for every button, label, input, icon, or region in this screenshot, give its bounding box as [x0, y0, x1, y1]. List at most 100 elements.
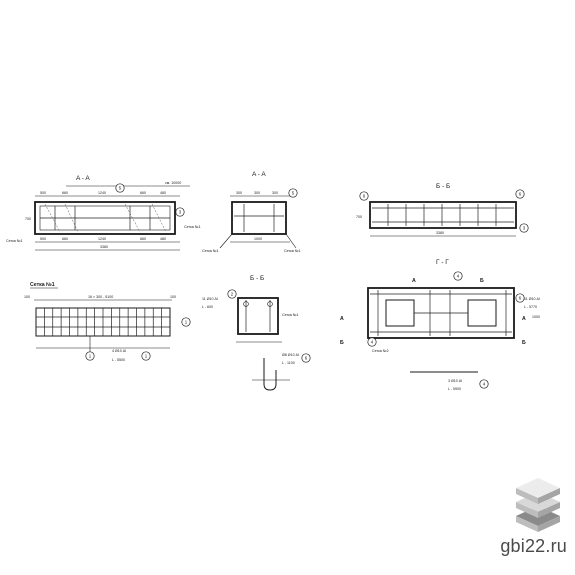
svg-text:6: 6 [519, 192, 522, 197]
grid-formula: 16 × 300 - 5100 [88, 295, 113, 299]
svg-text:5: 5 [119, 186, 122, 191]
marker-1: 1 [141, 351, 151, 361]
dim-aa-top-2: 660 [62, 191, 68, 195]
dim-aa-bot-1: 500 [40, 237, 46, 241]
svg-text:6: 6 [363, 194, 366, 199]
hook-spec: Ø8 Ø10 АI [282, 353, 299, 357]
cut-mark-a-left: A [340, 316, 344, 322]
rebar-section [243, 301, 249, 307]
leader-line [285, 233, 297, 249]
svg-text:5: 5 [292, 191, 295, 196]
view-aa-small: A - A 300 300 300 1000 Сетка №1 Сетка №1… [202, 171, 301, 253]
svg-text:3: 3 [179, 210, 182, 215]
aa-small-outline [231, 201, 287, 235]
gg-opening-left [385, 299, 415, 327]
section-title-aa-main: A - A [76, 175, 90, 182]
gg-spec: 11 Ø10 АI [524, 297, 540, 301]
dim-aa-small-total: 1000 [254, 237, 262, 241]
svg-text:1: 1 [145, 354, 148, 359]
logo-icon [516, 478, 560, 532]
marker-5: 5 [288, 188, 298, 198]
dim-aa-small-2: 300 [254, 191, 260, 195]
dim-aa-bot-3: 1240 [98, 237, 106, 241]
section-title-bb-right: Б - Б [436, 183, 450, 190]
view-grid-1: Сетка №1 16 × 300 - 5100 100 100 1 4 Ø10… [24, 282, 191, 362]
marker-6: 6 [359, 191, 369, 201]
hook-bar [263, 358, 277, 391]
view-aa-main: A - A см. 10000 500 660 1240 660 480 700… [6, 175, 201, 251]
svg-text:6: 6 [305, 356, 308, 361]
marker-4: 4 [479, 379, 489, 389]
bb-small-len: L - 600 [202, 305, 213, 309]
cut-mark-b-left: Б [340, 340, 344, 346]
bb-small-outline [237, 297, 279, 335]
leader-line [219, 233, 233, 249]
cut-mark-b-right: Б [522, 340, 526, 346]
dim-bb-total: 3380 [436, 231, 444, 235]
svg-text:2: 2 [231, 292, 234, 297]
label-aa-left: Сетка №1 [6, 239, 23, 243]
svg-text:4: 4 [457, 274, 460, 279]
svg-text:1: 1 [89, 354, 92, 359]
view-bb-small: Б - Б 11 Ø10 АI L - 600 Сетка №1 2 Ø8 Ø1… [202, 275, 311, 391]
svg-text:6: 6 [519, 296, 522, 301]
dim-aa-top-1: 500 [40, 191, 46, 195]
grid-title: Сетка №1 [30, 282, 55, 288]
hook-len: L - 1100 [282, 361, 295, 365]
label-aa-right: Сетка №1 [184, 225, 201, 229]
view-gg: Г - Г 1000 Сетка №2 11 Ø10 АI L - 5770 4… [340, 259, 540, 391]
marker-1: 1 [181, 317, 191, 327]
bb-small-spec: 11 Ø10 АI [202, 297, 218, 301]
marker-5: 5 [115, 183, 125, 193]
hatch [44, 203, 61, 233]
dim-aa-small-1: 300 [236, 191, 242, 195]
marker-1: 1 [85, 351, 95, 361]
cut-mark-b-top: Б [480, 278, 484, 284]
gg-bottom-len: L - 5900 [448, 387, 461, 391]
section-title-gg: Г - Г [436, 259, 449, 266]
dim-aa-height: 700 [25, 217, 31, 221]
bb-small-label: Сетка №1 [282, 313, 299, 317]
site-name: gbi22.ru [500, 536, 567, 556]
gg-len: L - 5770 [524, 305, 537, 309]
grid-bar-len: L - 5500 [112, 358, 125, 362]
svg-text:4: 4 [483, 382, 486, 387]
dim-aa-top-3: 1240 [98, 191, 106, 195]
marker-3: 3 [519, 223, 529, 233]
bb-outline [369, 201, 517, 229]
dim-aa-bot-2: 660 [62, 237, 68, 241]
grid-mesh [36, 308, 170, 336]
dim-aa-bot-4: 660 [140, 237, 146, 241]
dim-grid-left: 100 [24, 295, 30, 299]
dim-aa-top-5: 480 [160, 191, 166, 195]
marker-6: 6 [515, 189, 525, 199]
dim-grid-right: 100 [170, 295, 176, 299]
hatch [151, 203, 167, 233]
dim-aa-bot-5: 480 [160, 237, 166, 241]
label-aa-small-right: Сетка №1 [284, 249, 301, 253]
label-aa-small-left: Сетка №1 [202, 249, 219, 253]
marker-3: 3 [175, 207, 185, 217]
marker-2: 2 [227, 289, 237, 299]
marker-4: 4 [453, 271, 463, 281]
dim-aa-top-4: 660 [140, 191, 146, 195]
section-title-aa-small: A - A [252, 171, 266, 178]
note-top: см. 10000 [165, 181, 181, 185]
section-title-bb-small: Б - Б [250, 275, 264, 282]
cut-mark-a-top: A [412, 278, 416, 284]
svg-text:3: 3 [523, 226, 526, 231]
gg-bottom-spec: 3 Ø10 АI [448, 379, 462, 383]
dim-bb-height: 700 [356, 215, 362, 219]
dim-aa-small-3: 300 [272, 191, 278, 195]
marker-4: 4 [367, 337, 377, 347]
dim-gg-height: 1000 [532, 315, 540, 319]
cut-mark-a-right: A [522, 316, 526, 322]
gg-label: Сетка №2 [372, 349, 389, 353]
gg-opening-right [467, 299, 497, 327]
marker-6: 6 [515, 293, 525, 303]
rebar-section [267, 301, 273, 307]
hatch [64, 203, 79, 233]
logo-stack [516, 478, 560, 532]
gg-outline [367, 287, 515, 339]
